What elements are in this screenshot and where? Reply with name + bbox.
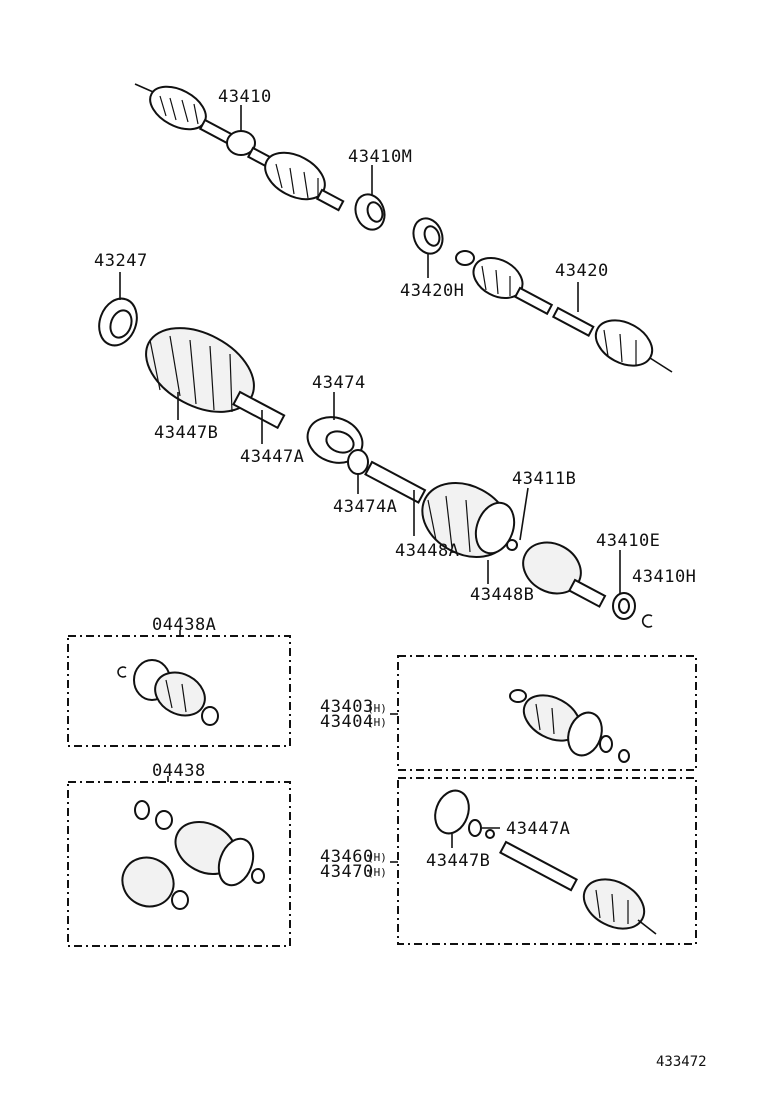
label-43404: 43404 [320, 712, 374, 732]
label-43460-suffix: (H) [367, 851, 387, 864]
kit-box-04438A [67, 630, 291, 747]
clip-43410H [641, 614, 653, 628]
label-43404-suffix: (H) [367, 716, 387, 729]
outer-race-43410E [522, 541, 607, 608]
snap-ring-43411B [506, 539, 518, 551]
kit-box-04438 [67, 776, 291, 947]
label-43447A: 43447A [240, 447, 304, 467]
drive-shaft-assembly-43420 [455, 250, 673, 373]
dust-deflector-43474 [306, 416, 364, 464]
label-43460: 43460 [320, 847, 374, 867]
label-43410: 43410 [218, 87, 272, 107]
label-43447B-kit: 43447B [426, 851, 490, 871]
label-43448A: 43448A [395, 541, 459, 561]
label-43448B: 43448B [470, 585, 534, 605]
label-43410M: 43410M [348, 147, 412, 167]
drive-shaft-assembly-43410 [134, 83, 345, 212]
oil-seal-43410E [612, 592, 636, 620]
label-43474A: 43474A [333, 497, 397, 517]
reference-number: 433472 [656, 1054, 707, 1070]
label-43420H: 43420H [400, 281, 464, 301]
kit-box-43403-43404 [390, 655, 697, 771]
inboard-joint-43448 [364, 460, 516, 558]
label-43420: 43420 [555, 261, 609, 281]
label-43403: 43403 [320, 697, 374, 717]
label-43410E: 43410E [596, 531, 660, 551]
bearing-43420H [412, 217, 444, 255]
part-labels: 43410 43410M 43247 43420 43420H 43474 43… [94, 87, 707, 1070]
label-04438A: 04438A [152, 615, 216, 635]
snap-ring-43474A [347, 449, 369, 475]
label-43470: 43470 [320, 862, 374, 882]
label-43447B: 43447B [154, 423, 218, 443]
label-43474: 43474 [312, 373, 366, 393]
boot-assembly-43447 [98, 297, 286, 430]
label-43247: 43247 [94, 251, 148, 271]
label-43403-suffix: (H) [367, 702, 387, 715]
kit-box-43460-43470 [390, 777, 697, 945]
bearing-43410M [354, 193, 386, 231]
label-43470-suffix: (H) [367, 866, 387, 879]
label-43410H: 43410H [632, 567, 696, 587]
label-04438: 04438 [152, 761, 206, 781]
label-43447A-kit: 43447A [506, 819, 570, 839]
label-43411B: 43411B [512, 469, 576, 489]
leader-lines [119, 105, 621, 594]
